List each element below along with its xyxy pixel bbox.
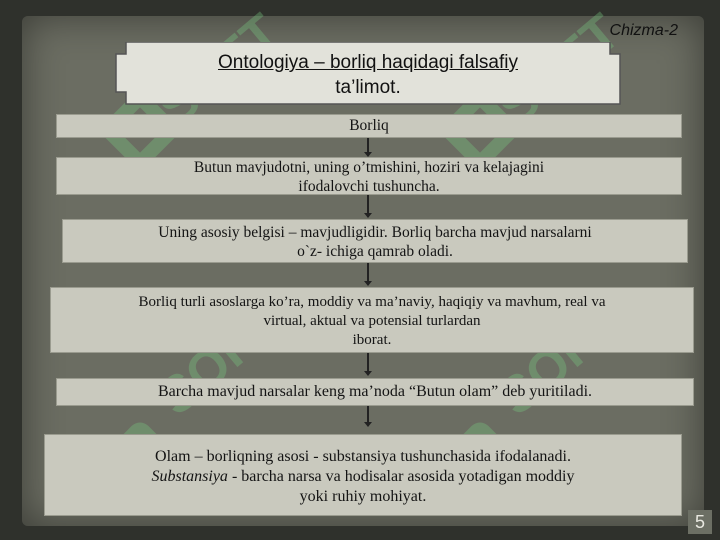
box-types: Borliq turli asoslarga ko’ra, moddiy va … [50, 287, 694, 353]
box-types-line-3: iborat. [352, 332, 392, 348]
box-universe-text: Barcha mavjud narsalar keng ma’noda “But… [157, 383, 593, 400]
box-borliq: Borliq [56, 114, 682, 138]
title-line-1: Ontologiya – borliq haqidagi falsafiy [218, 52, 518, 73]
page-number: 5 [688, 510, 712, 534]
arrow-4 [364, 353, 372, 376]
box-types-line-2: virtual, aktual va potensial turlardan [263, 313, 481, 329]
arrow-2 [364, 195, 372, 218]
chizma-label: Chizma-2 [609, 22, 678, 39]
box-substance-line-2-rest: - barcha narsa va hodisalar asosida yota… [227, 468, 575, 485]
arrow-1 [364, 138, 372, 157]
box-substance-line-3: yoki ruhiy mohiyat. [299, 488, 427, 505]
box-types-line-1: Borliq turli asoslarga ko’ra, moddiy va … [138, 294, 606, 310]
arrow-3 [364, 263, 372, 286]
box-definition-line-2: ifodalovchi tushuncha. [298, 178, 440, 195]
box-definition-line-1: Butun mavjudotni, uning o’tmishini, hozi… [193, 159, 545, 176]
substansiya-term: Substansiya [151, 468, 228, 485]
box-definition: Butun mavjudotni, uning o’tmishini, hozi… [56, 157, 682, 195]
box-universe: Barcha mavjud narsalar keng ma’noda “But… [56, 378, 694, 406]
box-borliq-text: Borliq [349, 117, 389, 134]
box-substance-line-1: Olam – borliqning asosi - substansiya tu… [155, 448, 571, 465]
page-title: Ontologiya – borliq haqidagi falsafiy ta… [108, 50, 628, 100]
title-line-2: ta’limot. [335, 77, 401, 98]
title-banner: Ontologiya – borliq haqidagi falsafiy ta… [108, 42, 628, 108]
arrow-5 [364, 406, 372, 427]
box-main-feature-line-2: o`z- ichiga qamrab oladi. [297, 243, 453, 260]
box-main-feature-line-1: Uning asosiy belgisi – mavjudligidir. Bo… [158, 224, 592, 241]
box-main-feature: Uning asosiy belgisi – mavjudligidir. Bo… [62, 219, 688, 263]
title-banner-shape [115, 42, 621, 105]
box-substance-line-2: Substansiya - barcha narsa va hodisalar … [45, 467, 681, 487]
box-substance: Olam – borliqning asosi - substansiya tu… [44, 434, 682, 516]
